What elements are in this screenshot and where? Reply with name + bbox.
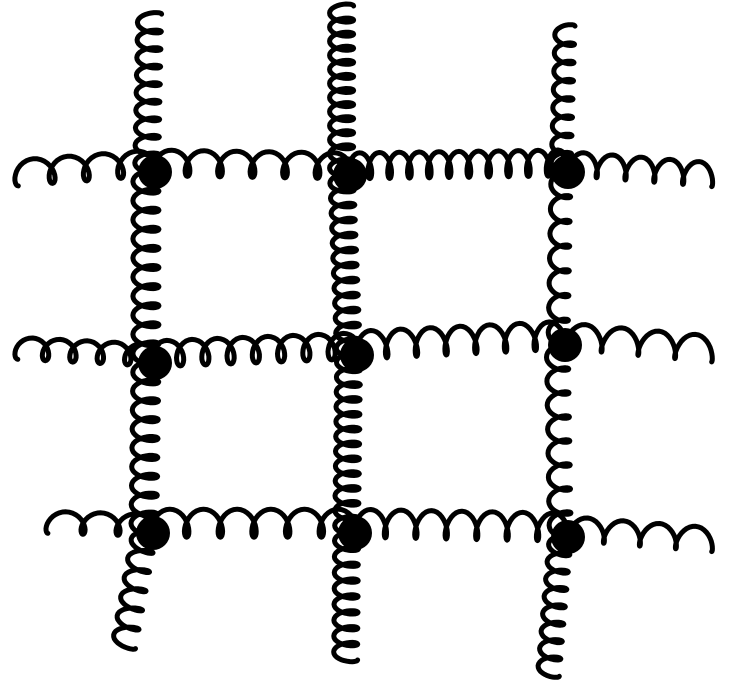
crosslink-node-r1-c3 <box>551 155 585 189</box>
crosslink-node-r2-c2 <box>340 338 374 372</box>
crosslink-node-r3-c2 <box>338 516 372 550</box>
crosslink-node-r1-c2 <box>333 158 367 192</box>
crosslink-node-r3-c1 <box>136 516 170 550</box>
crosslink-node-r2-c3 <box>548 328 582 362</box>
crosslink-node-r2-c1 <box>138 346 172 380</box>
crosslink-node-r3-c3 <box>551 520 585 554</box>
coiled-chain-segment <box>334 531 359 661</box>
crosslink-node-r1-c1 <box>138 155 172 189</box>
